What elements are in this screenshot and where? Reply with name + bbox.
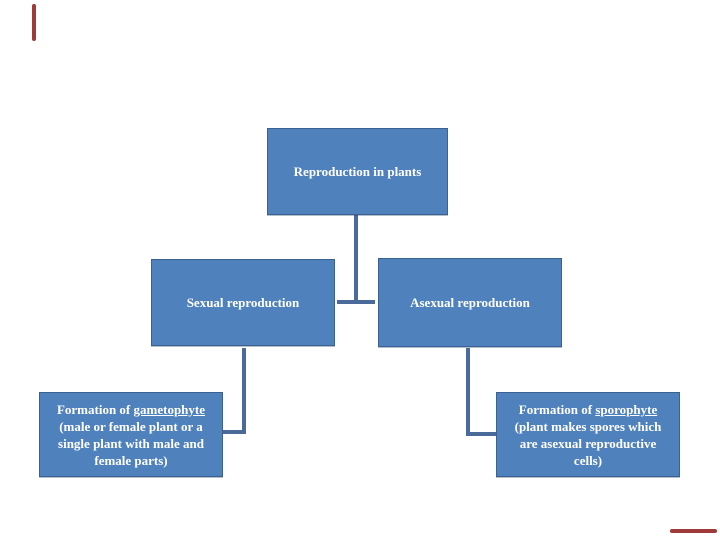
root-node-label: Reproduction in plants — [293, 164, 422, 179]
leaf-detail-line: are asexual reproductive — [519, 435, 657, 451]
leaf-title-line: Formation of gametophyte — [42, 401, 220, 418]
connector-sexual-vertical — [242, 348, 246, 434]
leaf-title-keyword: sporophyte — [595, 401, 658, 417]
branch-node-label: Sexual reproduction — [186, 295, 300, 310]
root-node-reproduction: Reproduction in plants — [267, 128, 448, 215]
leaf-title-keyword: gametophyte — [133, 401, 206, 417]
branch-node-label: Asexual reproduction — [410, 295, 530, 310]
branch-node-sexual: Sexual reproduction — [151, 259, 335, 346]
leaf-title-prefix: Formation of — [518, 401, 596, 417]
leaf-detail-line: cells) — [573, 452, 603, 468]
connector-sexual-horizontal — [223, 430, 246, 434]
corner-accent-bottom-right — [670, 529, 717, 533]
connector-root-crossbar — [337, 300, 375, 304]
leaf-node-text: Formation of sporophyte (plant makes spo… — [497, 401, 679, 469]
branch-node-asexual: Asexual reproduction — [378, 258, 562, 347]
leaf-title-line: Formation of sporophyte — [499, 401, 677, 418]
leaf-detail-line: female parts) — [94, 452, 168, 468]
connector-root-vertical — [354, 215, 358, 302]
corner-accent-top-left — [32, 4, 36, 41]
leaf-detail-line: single plant with male and — [58, 435, 204, 451]
leaf-node-sporophyte: Formation of sporophyte (plant makes spo… — [496, 392, 680, 477]
leaf-detail-line: (plant makes spores which — [514, 418, 662, 434]
connector-asexual-vertical — [466, 348, 470, 436]
leaf-node-text: Formation of gametophyte (male or female… — [40, 401, 222, 469]
connector-asexual-horizontal — [466, 432, 496, 436]
leaf-title-prefix: Formation of — [56, 401, 134, 417]
leaf-node-gametophyte: Formation of gametophyte (male or female… — [39, 392, 223, 477]
leaf-detail-line: (male or female plant or a — [59, 418, 203, 434]
